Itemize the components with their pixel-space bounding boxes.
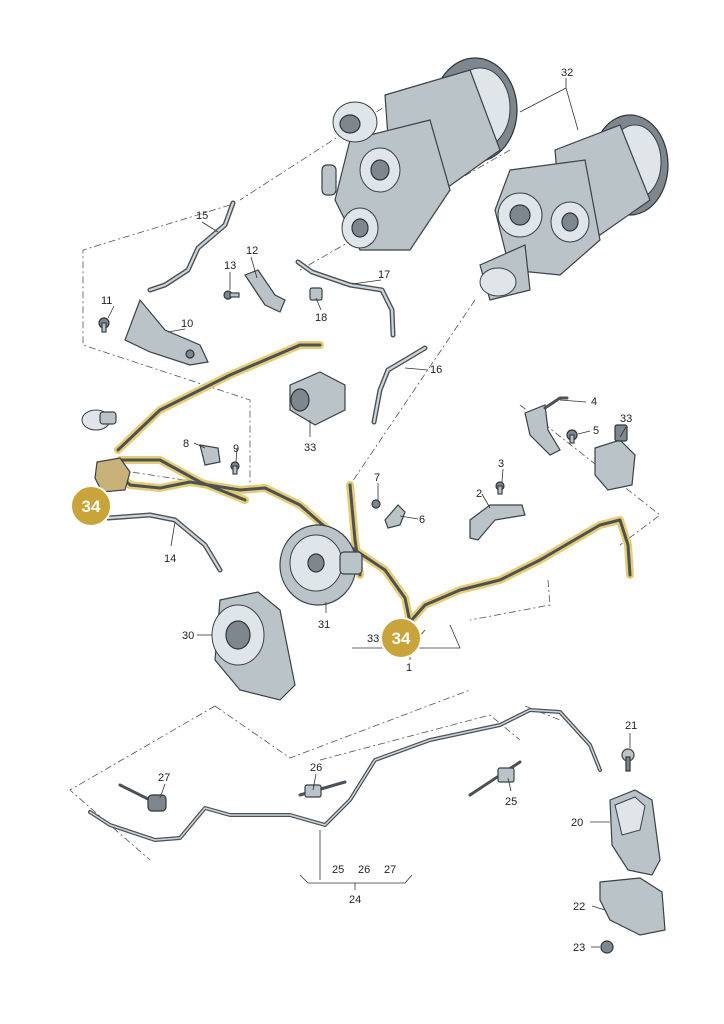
callout-26-top: 26 xyxy=(310,762,322,774)
pipe-15 xyxy=(147,200,236,293)
valve-33-right xyxy=(594,424,636,491)
bracket-6 xyxy=(384,504,406,529)
bolt-11 xyxy=(98,317,110,333)
clip-18 xyxy=(309,287,323,301)
callout-9: 9 xyxy=(233,443,239,455)
callout-25-top: 25 xyxy=(505,796,517,808)
callout-32: 32 xyxy=(561,67,573,79)
callout-3: 3 xyxy=(498,458,504,470)
dashed-frames xyxy=(69,99,661,861)
sensor-left xyxy=(81,409,117,431)
badge-34-center-text: 34 xyxy=(392,629,411,648)
callout-25-bottom: 25 xyxy=(332,864,344,876)
callout-10: 10 xyxy=(181,318,193,330)
clip-25 xyxy=(468,760,522,797)
callout-31: 31 xyxy=(318,619,330,631)
valve-33-top xyxy=(289,371,346,426)
callout-15: 15 xyxy=(196,210,208,222)
callout-11: 11 xyxy=(101,295,112,307)
bolt-21 xyxy=(621,748,635,772)
unit-30 xyxy=(211,591,296,701)
bolt-7 xyxy=(371,499,381,509)
bracket-2 xyxy=(469,504,526,541)
callout-23: 23 xyxy=(573,942,585,954)
callout-4: 4 xyxy=(591,396,597,408)
callout-17: 17 xyxy=(378,269,390,281)
hose-14 xyxy=(105,512,223,573)
callout-2: 2 xyxy=(476,488,482,500)
badge-34-left-text: 34 xyxy=(82,497,101,516)
callout-26-bottom: 26 xyxy=(358,864,370,876)
callout-6: 6 xyxy=(419,514,425,526)
bracket-8 xyxy=(199,444,221,466)
callout-20: 20 xyxy=(571,817,583,829)
bolt-3 xyxy=(495,481,505,495)
valve-34 xyxy=(94,457,131,493)
callout-24: 24 xyxy=(349,894,361,906)
callout-16: 16 xyxy=(430,364,442,376)
vacuum-pump-31 xyxy=(279,524,363,606)
line-24 xyxy=(88,708,602,842)
badge-34-center: 34 xyxy=(380,617,422,659)
callout-33-bottom: 33 xyxy=(367,633,379,645)
clip-27 xyxy=(118,783,167,812)
callout-27-top: 27 xyxy=(158,772,170,784)
callout-30: 30 xyxy=(182,630,194,642)
callout-8: 8 xyxy=(183,438,189,450)
highlighted-line-34 xyxy=(96,341,634,626)
pipe-16 xyxy=(371,345,428,425)
callout-33-top: 33 xyxy=(304,442,316,454)
clip-26 xyxy=(298,780,347,798)
callout-27-bottom: 27 xyxy=(384,864,396,876)
reservoir-20 xyxy=(609,789,661,876)
turbocharger-left xyxy=(321,57,518,251)
bracket-10 xyxy=(124,298,209,366)
callout-21: 21 xyxy=(625,720,637,732)
callout-1: 1 xyxy=(406,662,412,674)
bolt-13 xyxy=(223,290,240,300)
bolt-5 xyxy=(566,429,578,444)
bracket-4 xyxy=(524,396,569,456)
nut-23 xyxy=(600,940,614,954)
callout-18: 18 xyxy=(315,312,327,324)
pipe-17 xyxy=(295,259,396,338)
callout-7: 7 xyxy=(374,472,380,484)
callout-5: 5 xyxy=(593,425,599,437)
bracket-12 xyxy=(244,269,286,313)
callout-33-right: 33 xyxy=(620,413,632,425)
callout-22: 22 xyxy=(573,901,585,913)
callout-labels: 32 15 12 13 17 11 18 10 16 4 33 5 33 8 9… xyxy=(101,67,637,954)
bolt-9 xyxy=(230,461,240,475)
turbocharger-right xyxy=(479,114,669,301)
badge-34-left: 34 xyxy=(70,485,112,527)
callout-12: 12 xyxy=(246,245,258,257)
callout-14: 14 xyxy=(164,553,176,565)
bracket-22 xyxy=(599,877,666,936)
callout-13: 13 xyxy=(224,260,236,272)
